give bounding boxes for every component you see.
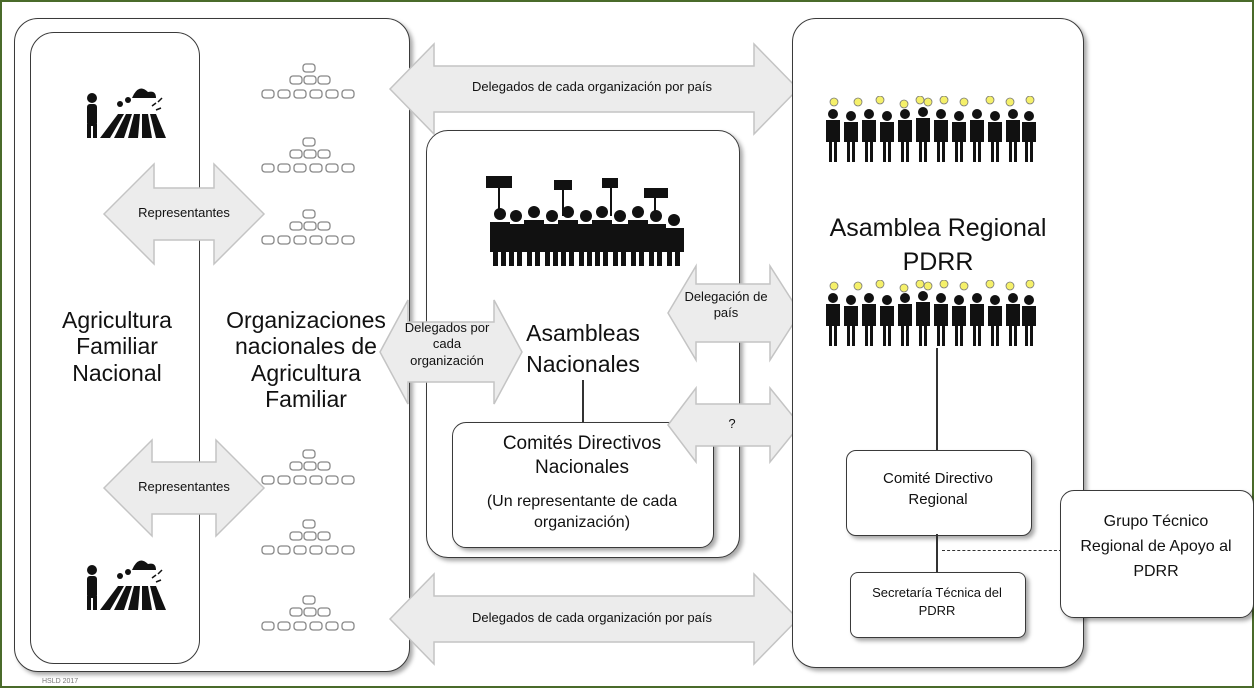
representatives-label-top: Representantes <box>138 205 230 220</box>
representatives-arrow-top <box>102 162 266 266</box>
committee-secretariat-connector <box>936 534 938 572</box>
protest-crowd-icon <box>486 176 684 266</box>
regional-committee-box <box>846 450 1032 536</box>
national-committee-subtitle: (Un representante de cada organización) <box>486 493 678 531</box>
national-assemblies-title: Asambleas Nacionales <box>526 320 640 378</box>
organization-pyramid-icon <box>261 595 355 631</box>
delegates-per-org-arrow <box>379 299 523 405</box>
question-label: ? <box>728 416 736 431</box>
organization-pyramid-icon <box>261 137 355 173</box>
assembly-committee-connector <box>582 380 584 424</box>
technical-secretariat-label: Secretaría Técnica del PDRR <box>872 585 1002 619</box>
national-committee-box <box>452 422 714 548</box>
country-delegation-label: Delegación de país <box>684 289 768 321</box>
assembly-committee-regional-connector <box>936 348 938 450</box>
organizations-title: Organizaciones nacionales de Agricultura… <box>226 307 386 413</box>
national-committee-title: Comités Directivos Nacionales <box>502 433 662 478</box>
delegates-label-bottom: Delegados de cada organización por país <box>472 610 712 625</box>
representatives-label-bottom: Representantes <box>138 479 230 494</box>
organization-pyramid-icon <box>261 63 355 99</box>
representatives-arrow-bottom <box>102 438 266 538</box>
organization-pyramid-icon <box>261 449 355 485</box>
organization-pyramid-icon <box>261 209 355 245</box>
technical-group-box <box>1060 490 1254 618</box>
technical-group-connector <box>942 550 1062 551</box>
technical-group-label: Grupo Técnico Regional de Apoyo al PDRR <box>1080 513 1232 580</box>
footnote: HSLD 2017 <box>42 678 79 685</box>
regional-assembly-title: Asamblea Regional PDRR <box>829 214 1047 276</box>
people-idea-icon <box>826 96 1036 162</box>
delegates-label-top: Delegados de cada organización por país <box>472 79 712 94</box>
farmer-field-icon <box>87 88 166 138</box>
family-farming-title: Agricultura Familiar Nacional <box>62 307 172 386</box>
delegates-per-org-label: Delegados por cada organización <box>404 320 490 368</box>
technical-secretariat-box <box>850 572 1026 638</box>
regional-committee-label: Comité Directivo Regional <box>882 470 994 508</box>
organization-pyramid-icon <box>261 519 355 555</box>
people-idea-icon <box>826 280 1036 346</box>
farmer-field-icon <box>87 560 166 610</box>
